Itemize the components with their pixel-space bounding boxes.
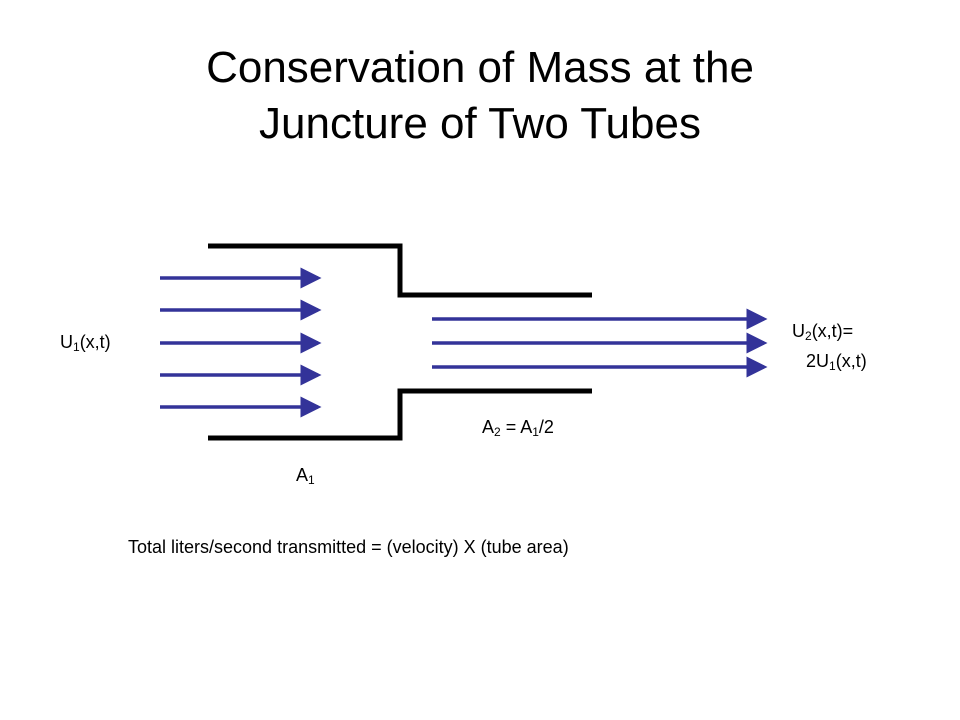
u1-label: U1(x,t) [60,332,111,354]
u2-label-line-1: U2(x,t)= [792,321,854,343]
slide-title-line-1: Conservation of Mass at the [206,43,754,92]
a2-label: A2 = A1/2 [482,417,554,439]
inflow-arrows [160,267,322,418]
wide-tube-upper-wall [208,243,592,298]
a1-label: A1 [296,465,315,487]
wide-tube-lower-wall [208,388,592,441]
slide-title: Conservation of Mass at the Juncture of … [0,40,960,152]
u2-label-line-2: 2U1(x,t) [806,351,867,373]
slide-title-line-2: Juncture of Two Tubes [259,99,701,148]
flow-rate-caption: Total liters/second transmitted = (veloc… [128,537,569,557]
outflow-arrows [432,308,768,378]
